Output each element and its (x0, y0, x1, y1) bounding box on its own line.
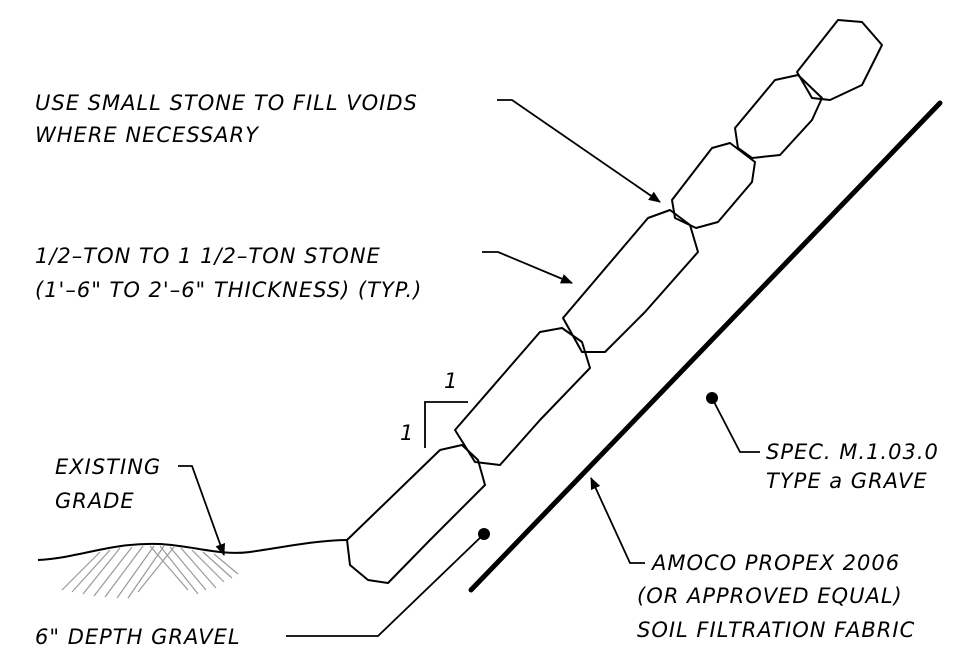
fabric-text-2: (OR APPROVED EQUAL) (637, 584, 903, 608)
existing-grade-text-1: EXISTING (55, 455, 161, 479)
note-small-stone: USE SMALL STONE TO FILL VOIDS WHERE NECE… (35, 91, 661, 203)
fabric-text-1: AMOCO PROPEX 2006 (650, 551, 900, 575)
gravel-spec-leader (711, 397, 760, 453)
earth-hatch (61, 545, 239, 599)
small-stone-leader (497, 99, 661, 203)
small-stone-text-1: USE SMALL STONE TO FILL VOIDS (35, 91, 418, 115)
slope-run-label: 1 (444, 369, 458, 393)
existing-grade-leader (178, 465, 225, 556)
slope-indicator: 1 1 (400, 369, 468, 448)
existing-grade-line (37, 539, 349, 561)
stone-size-leader (482, 251, 573, 284)
stone-size-text-2: (1'–6" TO 2'–6" THICKNESS) (TYP.) (35, 278, 422, 302)
small-stone-text-2: WHERE NECESSARY (35, 123, 260, 147)
gravel-depth-leader (286, 533, 485, 637)
stone-4 (562, 209, 699, 353)
gravel-spec-text-1: SPEC. M.1.03.0 (766, 440, 939, 464)
stone-6 (346, 444, 486, 584)
gravel-spec-text-2: TYPE a GRAVE (766, 469, 928, 493)
note-fabric: AMOCO PROPEX 2006 (OR APPROVED EQUAL) SO… (590, 477, 915, 642)
stone-5 (454, 327, 591, 466)
note-gravel-depth: 6" DEPTH GRAVEL (35, 533, 485, 649)
note-gravel-spec: SPEC. M.1.03.0 TYPE a GRAVE (711, 397, 939, 493)
note-stone-size: 1/2–TON TO 1 1/2–TON STONE (1'–6" TO 2'–… (35, 244, 573, 302)
stone-2 (734, 74, 823, 159)
fabric-leader (590, 477, 645, 564)
note-existing-grade: EXISTING GRADE (55, 455, 225, 556)
stone-3 (671, 142, 756, 229)
existing-grade-text-2: GRADE (55, 489, 135, 513)
slope-rise-label: 1 (400, 421, 414, 445)
gravel-depth-text: 6" DEPTH GRAVEL (35, 625, 241, 649)
filter-fabric-line (468, 100, 943, 593)
stone-1 (796, 19, 883, 101)
fabric-text-3: SOIL FILTRATION FABRIC (637, 618, 915, 642)
riprap-stones (346, 19, 883, 584)
stone-size-text-1: 1/2–TON TO 1 1/2–TON STONE (35, 244, 381, 268)
